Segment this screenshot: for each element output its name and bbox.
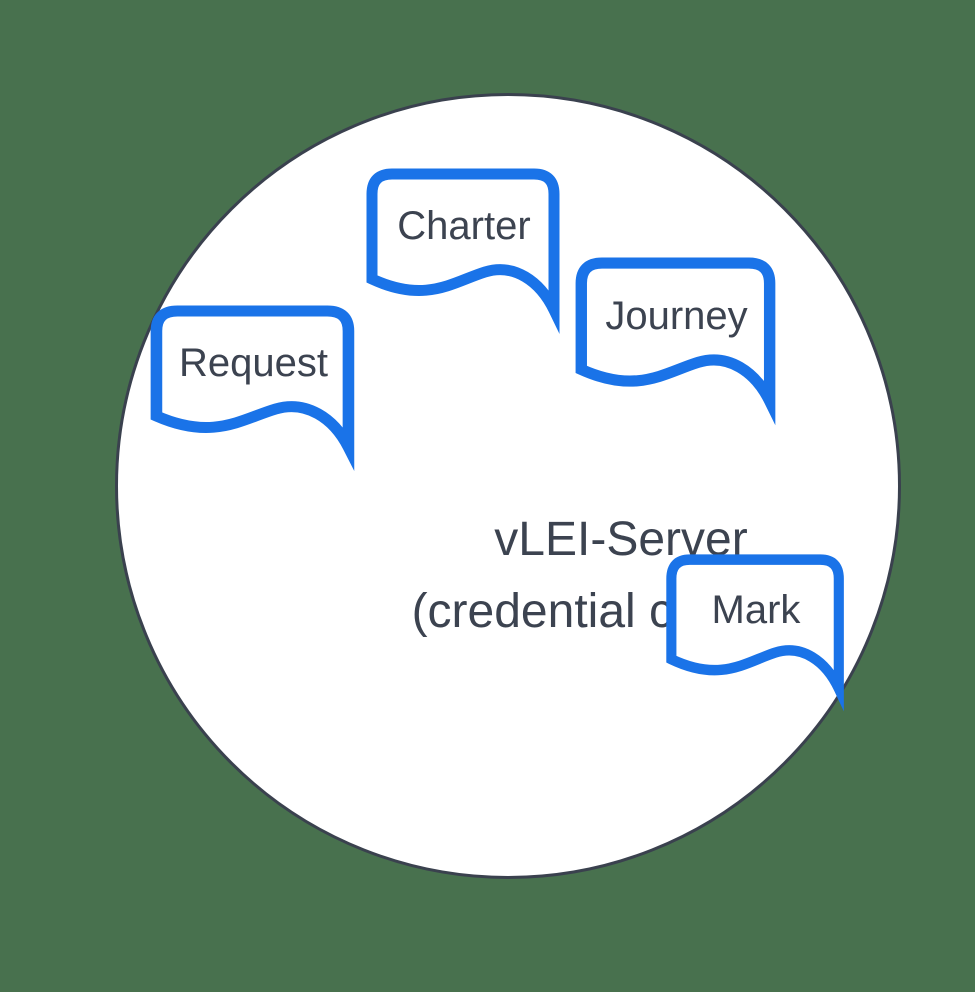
document-wave-icon [575, 257, 776, 426]
credential-label: Mark [711, 588, 801, 633]
server-title-block: vLEI-Server (credential caching) [271, 504, 971, 648]
credential-label: Journey [605, 293, 748, 338]
credential-shape-request: Request [148, 304, 359, 472]
document-wave-icon [150, 305, 355, 472]
document-wave-icon [666, 554, 844, 712]
credential-shape-journey: Journey [573, 256, 780, 426]
server-subtitle: (credential caching) [411, 585, 831, 638]
credential-label: Charter [397, 204, 531, 249]
credential-label: Request [179, 341, 328, 386]
server-title: vLEI-Server [494, 513, 748, 566]
credential-shape-charter: Charter [364, 167, 564, 335]
document-wave-icon [366, 168, 560, 335]
credential-shape-mark: Mark [664, 553, 848, 712]
